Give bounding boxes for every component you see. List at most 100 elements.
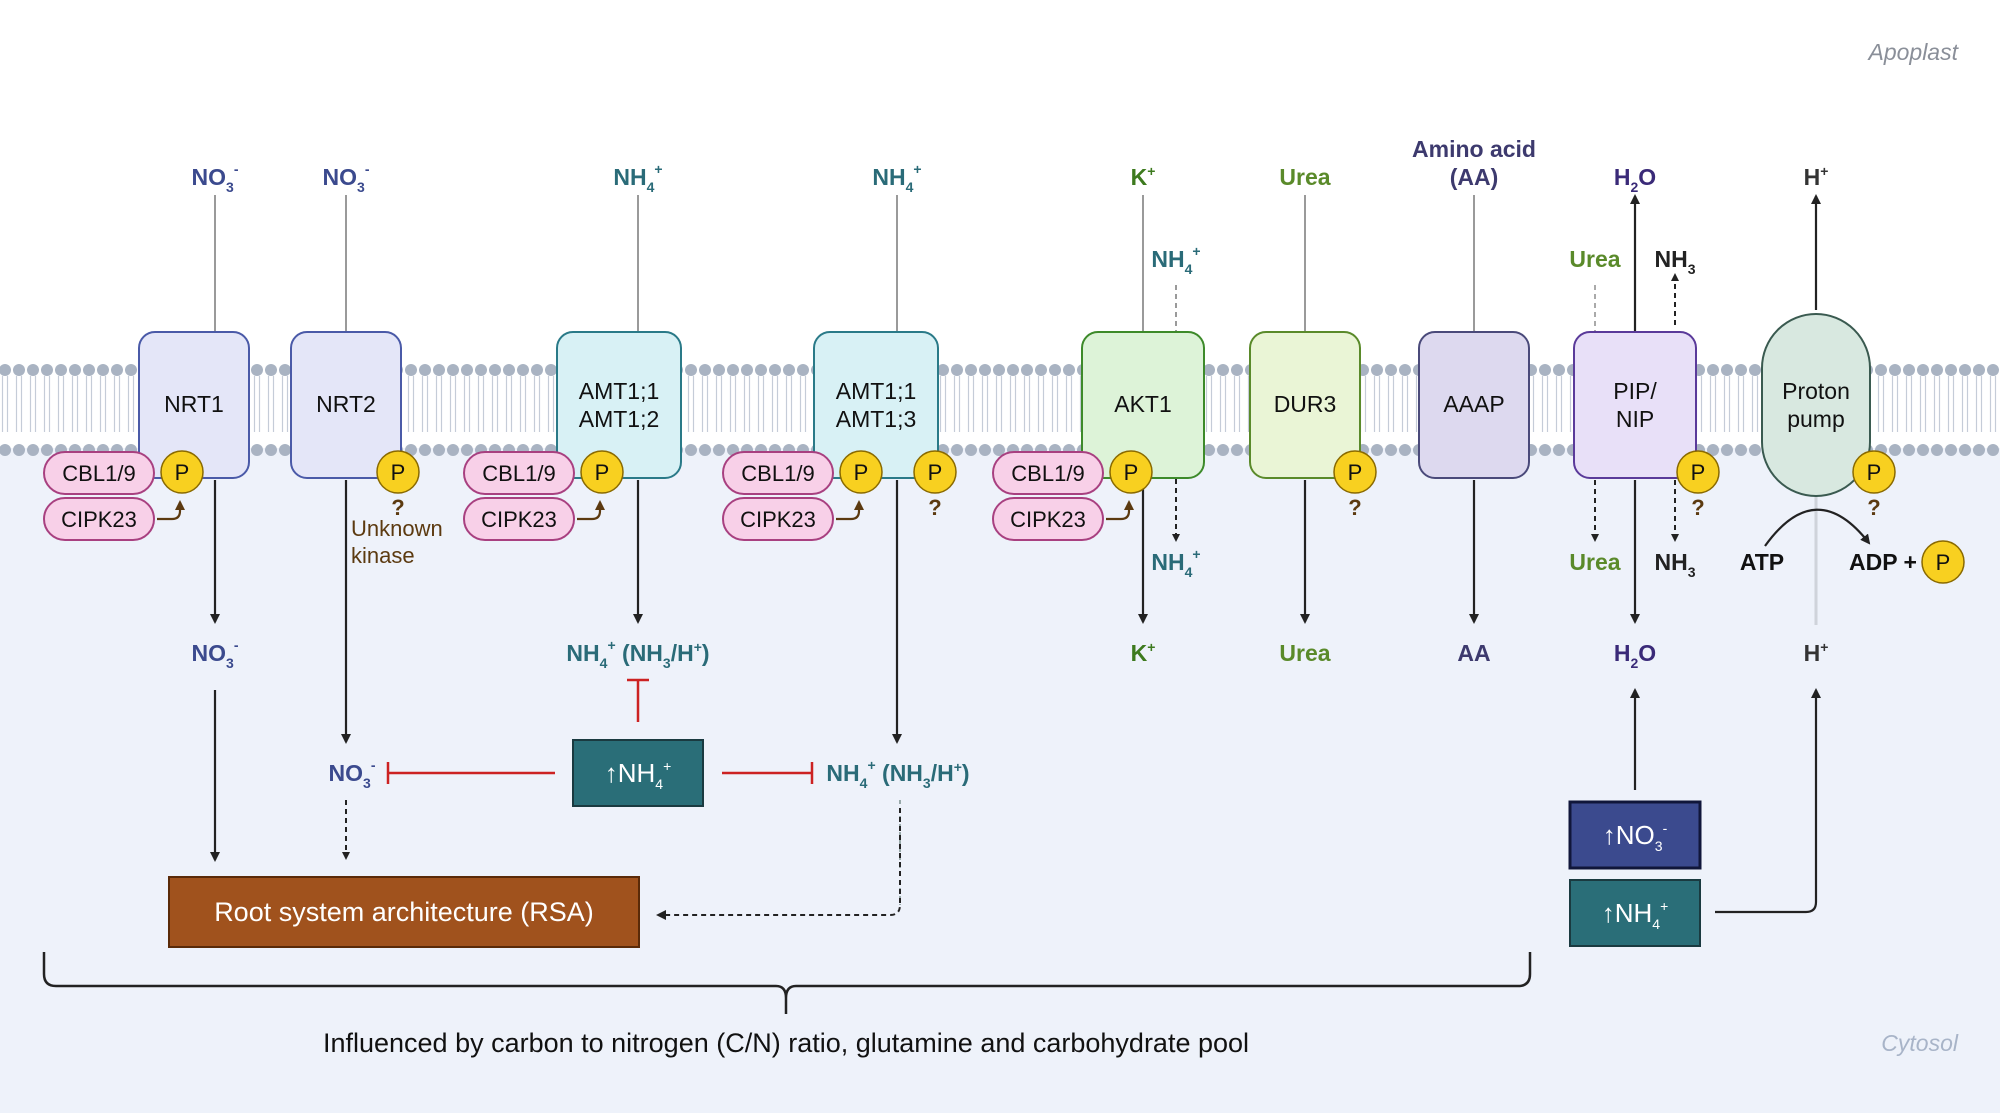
kinase-nrt2: P ? Unknown kinase [351,450,443,568]
apoplast-label: Apoplast [1866,39,1959,65]
pip-nip-cytosol-h2o: H2O [1614,640,1656,671]
phospho-label: P [854,460,869,485]
question-label: ? [1867,495,1880,520]
kinase-proton-pump: P ? [1852,450,1896,520]
question-label: ? [928,495,941,520]
akt1-substrate-k: K+ [1131,163,1156,190]
cytosol-label: Cytosol [1881,1030,1959,1056]
transport-arrows [210,194,1871,914]
question-label: ? [1691,495,1704,520]
cipk-label: CIPK23 [61,507,137,532]
transporter-pip-nip: PIP/ NIP [1573,331,1697,479]
aaap-substrate-line1: Amino acid [1412,136,1536,162]
cbl-label: CBL1/9 [62,461,135,486]
pip-nip-label-line2: NIP [1616,406,1654,432]
question-label: ? [391,495,404,520]
cbl-label: CBL1/9 [741,461,814,486]
aaap-cytosol-aa: AA [1457,640,1490,666]
question-label: ? [1348,495,1361,520]
proton-pump-cytosol-h: H+ [1804,639,1829,666]
rsa-box: Root system architecture (RSA) [168,876,640,948]
transporter-aaap: AAAP [1418,331,1530,479]
transporter-dur3: DUR3 [1249,331,1361,479]
kinase-complex-akt1: CBL1/9 CIPK23 P [992,450,1153,541]
high-nitrate-label: ↑NO3- [1603,820,1668,854]
amt1-2-label-line1: AMT1;1 [579,378,660,404]
amt1-2-label-line2: AMT1;2 [579,406,660,432]
pip-nip-substrate-urea: Urea [1569,246,1620,272]
pip-nip-cytosol-urea: Urea [1569,549,1620,575]
akt1-cytosol-k: K+ [1131,639,1156,666]
high-ammonium-label: ↑NH4+ [1602,898,1669,932]
phospho-label: P [595,460,610,485]
nrt2-substrate-no3: NO3- [323,161,370,195]
adp-label: ADP + [1849,549,1917,575]
pip-nip-substrate-h2o: H2O [1614,164,1656,195]
high-ammonium-label: ↑NH4+ [605,758,672,792]
phospho-label: P [1691,460,1706,485]
phospho-label: P [391,460,406,485]
cytosol-background [0,448,2000,1113]
amt1-3-label-line1: AMT1;1 [836,378,917,404]
proton-pump-substrate-h: H+ [1804,163,1829,190]
cipk-label: CIPK23 [1010,507,1086,532]
transporter-nrt2: NRT2 [290,331,402,479]
amt1-3-substrate-nh4: NH4+ [872,161,921,195]
cipk-label: CIPK23 [740,507,816,532]
pip-nip-substrate-nh3: NH3 [1654,246,1695,277]
dashed-transport-arrows [342,273,1679,920]
aaap-label: AAAP [1443,391,1504,417]
amt1-2-substrate-nh4: NH4+ [613,161,662,195]
phospho-label: P [1867,460,1882,485]
kinase-complex-amt1-2: CBL1/9 CIPK23 P [463,450,624,541]
kinase-dur3: P ? [1333,450,1377,520]
released-phosphate: P [1921,540,1965,584]
phospho-label: P [1348,460,1363,485]
phospho-label: P [1936,550,1951,575]
atp-label: ATP [1740,549,1784,575]
akt1-label: AKT1 [1114,391,1172,417]
dur3-label: DUR3 [1274,391,1337,417]
proton-pump-label-line1: Proton [1782,378,1850,404]
influence-text: Influenced by carbon to nitrogen (C/N) r… [323,1028,1249,1058]
transporter-proton-pump: Proton pump [1761,313,1871,497]
kinase-complex-amt1-3: CBL1/9 CIPK23 P P ? [722,450,957,541]
kinase-complex-nrt1: CBL1/9 CIPK23 P [43,450,204,541]
akt1-substrate-nh4: NH4+ [1151,243,1200,277]
amt-cytosol-nh4-nh3h: NH4+ (NH3/H+) [566,637,709,671]
nrt1-cytosol-no3: NO3- [192,637,239,671]
nrt1-label: NRT1 [164,391,224,417]
phospho-label: P [175,460,190,485]
pip-nip-cytosol-nh3: NH3 [1654,549,1695,580]
transporter-amt1-3: AMT1;1 AMT1;3 [813,331,939,479]
high-nitrate-box: ↑NO3- [1568,800,1702,870]
amt1-3-label-line2: AMT1;3 [836,406,917,432]
phospho-label: P [1124,460,1139,485]
amt1-3-cytosol-nh4-nh3h: NH4+ (NH3/H+) [826,757,969,791]
high-ammonium-box-center: ↑NH4+ [572,739,704,807]
nrt1-substrate-no3: NO3- [192,161,239,195]
cbl-label: CBL1/9 [482,461,555,486]
akt1-cytosol-nh4: NH4+ [1151,546,1200,580]
kinase-pip-nip: P ? [1676,450,1720,520]
phospho-label: P [928,460,943,485]
aaap-substrate-line2: (AA) [1450,164,1499,190]
dur3-cytosol-urea: Urea [1279,640,1330,666]
transporter-akt1: AKT1 [1081,331,1205,479]
nrt2-label: NRT2 [316,391,376,417]
unknown-kinase-line1: Unknown [351,516,443,541]
unknown-kinase-line2: kinase [351,543,415,568]
cipk-label: CIPK23 [481,507,557,532]
pip-nip-label-line1: PIP/ [1613,378,1657,404]
influence-brace [42,952,1532,1014]
nrt2-cytosol-no3: NO3- [329,757,376,791]
cbl-label: CBL1/9 [1011,461,1084,486]
proton-pump-label-line2: pump [1787,406,1845,432]
inhibition-lines [386,678,814,784]
transporter-amt1-2: AMT1;1 AMT1;2 [556,331,682,479]
rsa-label: Root system architecture (RSA) [214,897,594,927]
dur3-substrate-urea: Urea [1279,164,1330,190]
high-ammonium-box-right: ↑NH4+ [1569,879,1701,947]
